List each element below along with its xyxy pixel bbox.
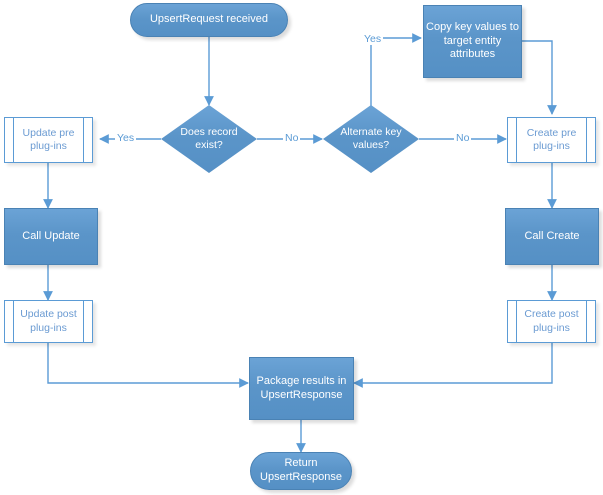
- node-upsert-request-received[interactable]: UpsertRequest received: [130, 3, 288, 37]
- node-call-create[interactable]: Call Create: [505, 208, 599, 265]
- edge-create-post-to-package: [353, 343, 553, 388]
- node-create-pre-plug-ins[interactable]: Create pre plug-ins: [507, 117, 596, 163]
- node-label: UpsertRequest received: [149, 13, 268, 26]
- node-update-pre-plug-ins[interactable]: Update pre plug-ins: [4, 117, 93, 163]
- node-label: Update pre plug-ins: [22, 126, 75, 152]
- node-return-upsert-response[interactable]: Return UpsertResponse: [250, 452, 352, 490]
- node-label: Update post plug-ins: [20, 308, 77, 334]
- edge-label-yes-alternate-key: Yes: [362, 33, 384, 45]
- edge-label-yes-does-record-exist: Yes: [115, 132, 137, 144]
- node-label: Alternate key values?: [340, 125, 402, 151]
- node-label: Return UpsertResponse: [260, 457, 342, 483]
- node-copy-key-values[interactable]: Copy key values to target entity attribu…: [423, 5, 522, 78]
- node-does-record-exist[interactable]: Does record exist?: [161, 105, 257, 173]
- node-label: Does record exist?: [180, 125, 238, 151]
- node-label: Create post plug-ins: [524, 308, 579, 334]
- edge-alt-key-yes: [370, 33, 422, 112]
- node-package-results[interactable]: Package results in UpsertResponse: [249, 357, 354, 420]
- edge-copy-keys-to-create-pre: [522, 40, 557, 115]
- edge-label-no-alternate-key: No: [454, 132, 472, 144]
- node-label: Call Update: [22, 229, 80, 242]
- node-create-post-plug-ins[interactable]: Create post plug-ins: [507, 300, 596, 343]
- node-label: Copy key values to target entity attribu…: [426, 20, 519, 61]
- node-label: Package results in UpsertResponse: [256, 374, 347, 401]
- edge-label-no-does-record-exist: No: [283, 132, 301, 144]
- node-label: Create pre plug-ins: [526, 126, 577, 152]
- node-alternate-key-values[interactable]: Alternate key values?: [323, 105, 419, 173]
- node-label: Call Create: [524, 229, 580, 242]
- edge-update-post-to-package: [47, 343, 249, 388]
- node-call-update[interactable]: Call Update: [4, 208, 98, 265]
- node-update-post-plug-ins[interactable]: Update post plug-ins: [4, 300, 93, 343]
